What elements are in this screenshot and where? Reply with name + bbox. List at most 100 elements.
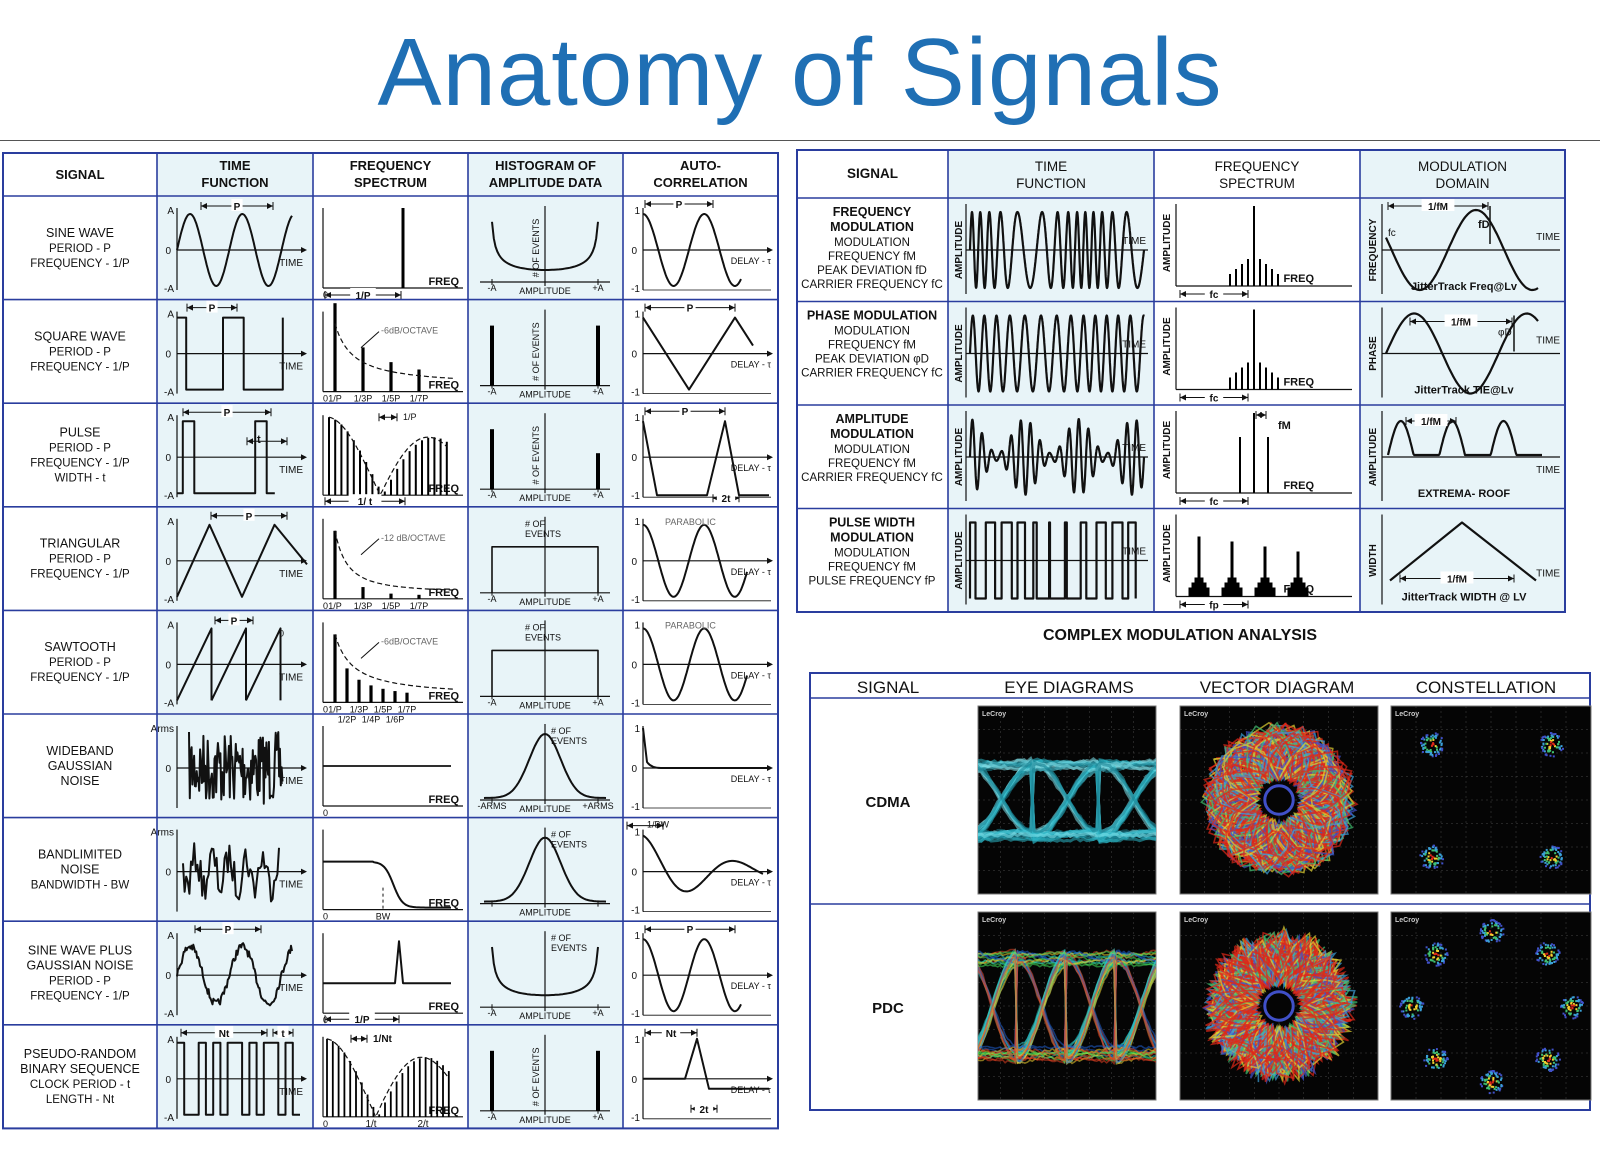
tick-label: +ARMS bbox=[582, 801, 613, 811]
arrow-head bbox=[1482, 203, 1488, 209]
constellation-point bbox=[1442, 959, 1445, 962]
constellation-point bbox=[1548, 1068, 1551, 1071]
label-bg bbox=[277, 1025, 289, 1038]
axis-label: DELAY - τ bbox=[731, 567, 772, 577]
constellation-point bbox=[1561, 1004, 1564, 1007]
label-bg bbox=[694, 1101, 714, 1114]
constellation-point bbox=[1554, 1058, 1557, 1061]
constellation-point bbox=[1556, 866, 1559, 869]
constellation-point bbox=[1495, 1071, 1498, 1074]
axis-label: FREQ bbox=[428, 1105, 459, 1117]
axis-label: AMPLITUDE bbox=[519, 493, 571, 503]
constellation-point bbox=[1481, 1085, 1483, 1088]
constellation-point bbox=[1417, 1014, 1420, 1017]
constellation-point bbox=[1544, 943, 1547, 946]
constellation-point bbox=[1492, 936, 1495, 939]
histogram-curve bbox=[491, 649, 599, 697]
constellation-point bbox=[1567, 1005, 1570, 1008]
dimension-label: P bbox=[246, 512, 253, 523]
constellation-point bbox=[1570, 1002, 1573, 1005]
spectral-line bbox=[1221, 587, 1225, 597]
spectral-line bbox=[378, 1114, 381, 1117]
annotation: fc bbox=[1388, 228, 1396, 239]
constellation-point bbox=[1434, 745, 1437, 748]
constellation-point bbox=[1435, 1048, 1438, 1051]
constellation-point bbox=[1487, 1081, 1489, 1083]
constellation-point bbox=[1547, 944, 1550, 947]
dimension-label: P bbox=[225, 925, 232, 936]
constellation-point bbox=[1495, 1088, 1498, 1091]
axis-tick-label: -1 bbox=[631, 491, 640, 502]
constellation-point bbox=[1554, 866, 1557, 869]
constellation-point bbox=[1557, 1063, 1560, 1066]
histogram-curve bbox=[483, 733, 607, 799]
constellation-point bbox=[1544, 1065, 1547, 1067]
constellation-point bbox=[1437, 1056, 1440, 1059]
constellation-point bbox=[1436, 948, 1439, 951]
histogram-bar bbox=[490, 325, 494, 386]
constellation-point bbox=[1555, 955, 1558, 957]
signal-parameter: PERIOD - P bbox=[49, 443, 111, 455]
constellation-point bbox=[1437, 964, 1440, 967]
constellation-point bbox=[1539, 949, 1542, 952]
constellation-point bbox=[1427, 961, 1430, 964]
constellation-point bbox=[1439, 963, 1442, 966]
constellation-point bbox=[1500, 1084, 1503, 1086]
constellation-point bbox=[1423, 738, 1426, 741]
spectral-line bbox=[414, 444, 417, 496]
constellation-point bbox=[1541, 860, 1544, 863]
dimension-label: 2t bbox=[722, 494, 732, 505]
constellation-point bbox=[1500, 929, 1503, 932]
constellation-point bbox=[1498, 1072, 1501, 1075]
constellation-point bbox=[1487, 1073, 1490, 1076]
arrow-head bbox=[707, 201, 713, 207]
axis-label: AMPLITUDE bbox=[1162, 317, 1173, 376]
label-bg bbox=[228, 613, 240, 626]
constellation-point bbox=[1554, 1056, 1557, 1059]
constellation-point bbox=[1545, 754, 1548, 757]
axis-tick-label: -1 bbox=[631, 284, 640, 295]
envelope-curve bbox=[334, 530, 453, 591]
tick-label: -A bbox=[488, 387, 497, 397]
constellation-point bbox=[1481, 1076, 1484, 1079]
constellation-point bbox=[1446, 954, 1449, 956]
constellation-point bbox=[1429, 861, 1432, 864]
constellation-point bbox=[1440, 943, 1443, 946]
axis-arrow bbox=[301, 868, 307, 875]
axis-tick-label: 0 bbox=[165, 971, 171, 982]
constellation-point bbox=[1423, 1059, 1426, 1062]
axis-label: AMPLITUDE bbox=[1162, 421, 1173, 480]
arrow-head bbox=[281, 438, 287, 445]
constellation-point bbox=[1424, 853, 1427, 856]
constellation-point bbox=[1543, 750, 1546, 753]
constellation-point bbox=[1422, 852, 1425, 855]
label-bg bbox=[716, 491, 736, 504]
axis-tick-label: -1 bbox=[631, 1113, 640, 1124]
spectral-line bbox=[1247, 362, 1249, 390]
axis-label: AMPLITUDE bbox=[519, 1115, 571, 1125]
axis-label: # OF bbox=[525, 519, 546, 529]
constellation-point bbox=[1426, 959, 1429, 962]
constellation-point bbox=[1428, 852, 1431, 855]
envelope-curve bbox=[334, 323, 454, 379]
constellation-point bbox=[1432, 737, 1434, 740]
spectral-line bbox=[408, 451, 411, 496]
spectral-line bbox=[390, 479, 392, 496]
constellation-point bbox=[1549, 944, 1552, 947]
axis-label: TIME bbox=[279, 569, 303, 580]
constellation-point bbox=[1540, 738, 1543, 741]
constellation-point bbox=[1483, 932, 1486, 934]
tick-label: 0 bbox=[323, 1119, 328, 1129]
constellation-point bbox=[1425, 946, 1428, 949]
spectral-line bbox=[337, 1045, 340, 1117]
tick-label: -A bbox=[488, 697, 497, 707]
constellation-point bbox=[1545, 848, 1548, 851]
axis-tick-label: 0 bbox=[631, 453, 637, 464]
constellation-point bbox=[1551, 1048, 1554, 1051]
arrow-head bbox=[657, 822, 663, 829]
constellation-point bbox=[1444, 1062, 1446, 1065]
axis-label: # OF EVENTS bbox=[531, 322, 541, 381]
annotation: 0 bbox=[279, 628, 284, 638]
constellation-point bbox=[1546, 852, 1549, 854]
constellation-point bbox=[1544, 1049, 1547, 1052]
